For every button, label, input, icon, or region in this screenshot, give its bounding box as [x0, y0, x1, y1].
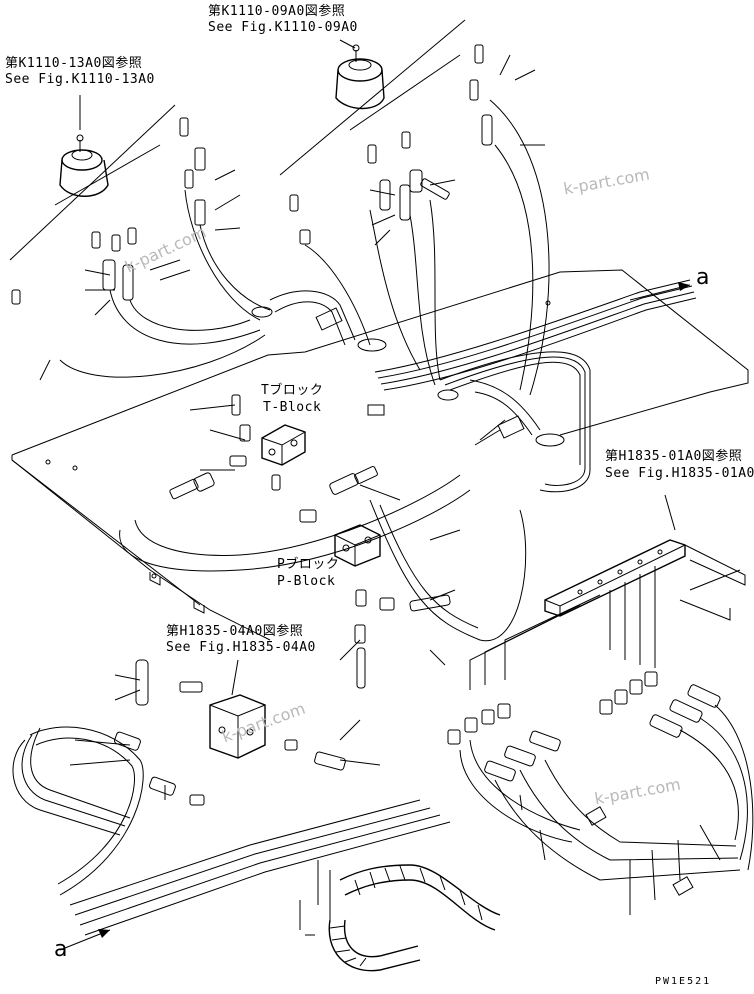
p-block-label-jp: Pブロック	[277, 557, 340, 572]
ref-k1110-13a0-en: See Fig.K1110-13A0	[5, 72, 155, 87]
ref-k1110-09a0-en: See Fig.K1110-09A0	[208, 20, 358, 35]
tube-loop-lower	[12, 474, 527, 936]
wrapped-hose-bundle	[299, 860, 501, 972]
manifold-fittings	[447, 671, 721, 782]
hose-fittings	[11, 44, 493, 305]
ref-h1835-04a0-jp: 第H1835-04A0図参照	[166, 624, 304, 639]
floor-plate	[11, 269, 749, 641]
ref-k1110-13a0-jp: 第K1110-13A0図参照	[5, 56, 143, 71]
pilot-hoses-top	[59, 99, 550, 436]
reference-leaders	[9, 19, 676, 696]
right-pilot-valve	[335, 44, 385, 110]
ref-h1835-04a0-en: See Fig.H1835-04A0	[166, 640, 316, 655]
part-leaders	[39, 54, 721, 915]
t-block-label-en: T-Block	[263, 400, 322, 415]
hose-clamps	[251, 306, 694, 896]
t-block	[169, 394, 306, 500]
p-block-label-en: P-Block	[277, 574, 336, 589]
arrow-a-label-top: a	[696, 265, 710, 290]
ref-h1835-01a0-en: See Fig.H1835-01A0	[605, 466, 754, 481]
arrow-a-label-bottom: a	[54, 937, 68, 962]
tube-bundle-right	[374, 279, 697, 493]
ref-h1835-01a0-jp: 第H1835-01A0図参照	[605, 449, 743, 464]
continuation-arrows	[59, 282, 691, 951]
ref-k1110-09a0-jp: 第K1110-09A0図参照	[208, 4, 346, 19]
left-pilot-valve	[59, 134, 109, 197]
right-manifold	[469, 539, 746, 690]
t-block-label-jp: Tブロック	[261, 383, 324, 398]
hoses-lower-right	[459, 704, 754, 881]
lower-left-valve	[114, 659, 346, 806]
drawing-code: PW1E521	[655, 976, 712, 987]
